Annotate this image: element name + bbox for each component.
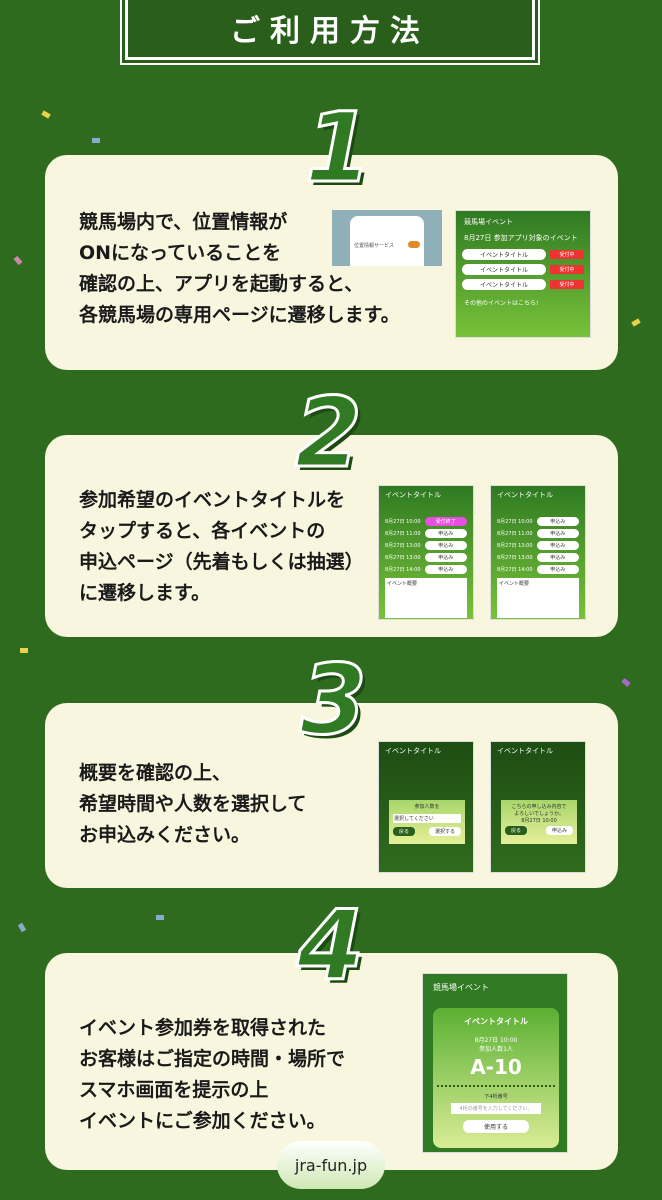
ticket-number: A-10: [470, 1055, 522, 1079]
event-item: イベントタイトル: [462, 249, 546, 260]
confetti: [631, 318, 641, 327]
select-button: 選択する: [428, 827, 461, 836]
slot-time: 8月27日 14:00: [385, 567, 421, 573]
step-number: 4: [296, 890, 366, 1002]
dialog-title: 参加人数を: [414, 804, 440, 810]
confetti: [156, 915, 164, 920]
confetti: [13, 255, 23, 266]
apply-button: 申込み: [424, 565, 467, 574]
confetti: [17, 922, 27, 933]
step-text: イベント参加券を取得された お客様はご指定の時間・場所で スマホ画面を提示の上 …: [79, 1017, 346, 1132]
slot-time: 8月27日 13:00: [385, 555, 421, 561]
slot-time: 8月27日 13:00: [497, 555, 533, 561]
title-banner: ご利用方法: [125, 0, 535, 60]
confirm-dialog-mock: イベントタイトル こちらの申し込み内容で よろしいでしょうか。 8月27日 10…: [490, 741, 586, 873]
ticket-people: 参加人数1人: [479, 1046, 513, 1053]
step-number: 3: [299, 644, 369, 756]
event-item: イベントタイトル: [462, 279, 546, 290]
apply-button: 申込み: [424, 529, 467, 538]
date-heading: 8月27日 参加アプリ対象のイベント: [464, 234, 578, 242]
apply-button: 申込み: [536, 529, 579, 538]
step-text: 競馬場内で、位置情報が ONになっていることを 確認の上、アプリを起動すると、 …: [79, 211, 400, 326]
ticket-title: イベントタイトル: [464, 1017, 528, 1026]
closed-button: 受付終了: [424, 517, 467, 526]
app-name: 競馬場イベント: [464, 218, 513, 226]
step-card-3: 概要を確認の上、 希望時間や人数を選択して お申込みください。 イベントタイトル…: [45, 703, 618, 888]
slot-time: 8月27日 10:00: [497, 519, 533, 525]
page-title: ご利用方法: [230, 14, 430, 49]
pin-input: 4桁の番号を入力してください。: [451, 1103, 541, 1114]
app-screen-mock: 競馬場イベント 8月27日 参加アプリ対象のイベント イベントタイトル受付中 イ…: [455, 210, 591, 338]
event-title: イベントタイトル: [385, 491, 441, 499]
ticket-mock: 競馬場イベント イベントタイトル 8月27日 10:00 参加人数1人 A-10…: [422, 973, 568, 1153]
ticket-datetime: 8月27日 10:00: [474, 1037, 518, 1044]
step-number: 2: [294, 377, 364, 489]
status-badge: 受付中: [550, 265, 584, 274]
pin-label: 下4桁番号: [484, 1094, 508, 1100]
slot-time: 8月27日 10:00: [385, 519, 421, 525]
event-title: イベントタイトル: [497, 747, 553, 755]
status-badge: 受付中: [550, 280, 584, 289]
step-text: 参加希望のイベントタイトルを タップすると、各イベントの 申込ページ（先着もしく…: [79, 489, 364, 604]
apply-button: 申込み: [424, 553, 467, 562]
slot-time: 8月27日 14:00: [497, 567, 533, 573]
apply-button: 申込み: [536, 517, 579, 526]
other-events-link: その他のイベントはこちら!: [464, 300, 539, 307]
slot-time: 8月27日 13:00: [497, 543, 533, 549]
step-number: 1: [304, 92, 374, 204]
apply-button: 申込み: [536, 541, 579, 550]
site-link[interactable]: jra-fun.jp: [277, 1141, 385, 1189]
apply-button: 申込み: [536, 553, 579, 562]
confetti: [621, 678, 631, 687]
use-button: 使用する: [463, 1120, 529, 1133]
slot-time: 8月27日 13:00: [385, 543, 421, 549]
event-title: イベントタイトル: [497, 491, 553, 499]
apply-button: 申込み: [545, 826, 573, 835]
back-button: 戻る: [393, 827, 416, 836]
location-label: 位置情報サービス: [354, 243, 395, 249]
confetti: [20, 648, 28, 653]
apply-button: 申込み: [424, 541, 467, 550]
overview-box: イベント概要: [497, 578, 579, 618]
participants-dialog-mock: イベントタイトル 参加人数を 選択してください 戻る 選択する: [378, 741, 474, 873]
event-item: イベントタイトル: [462, 264, 546, 275]
confetti: [41, 110, 51, 119]
select-dropdown: 選択してください: [393, 814, 461, 823]
app-name: 競馬場イベント: [433, 983, 489, 992]
step-card-4: イベント参加券を取得された お客様はご指定の時間・場所で スマホ画面を提示の上 …: [45, 953, 618, 1170]
slot-time: 8月27日 11:00: [497, 531, 533, 537]
back-button: 戻る: [505, 826, 528, 835]
confetti: [92, 138, 100, 143]
location-setting-mock: 位置情報サービス: [332, 210, 442, 266]
event-title: イベントタイトル: [385, 747, 441, 755]
dialog-title: こちらの申し込み内容で よろしいでしょうか。: [511, 804, 567, 817]
dialog-datetime: 8月27日 10:00: [521, 818, 557, 824]
apply-button: 申込み: [536, 565, 579, 574]
status-badge: 受付中: [550, 250, 584, 259]
overview-box: イベント概要: [385, 578, 467, 618]
slot-time: 8月27日 11:00: [385, 531, 421, 537]
step-card-1: 競馬場内で、位置情報が ONになっていることを 確認の上、アプリを起動すると、 …: [45, 155, 618, 370]
step-card-2: 参加希望のイベントタイトルを タップすると、各イベントの 申込ページ（先着もしく…: [45, 435, 618, 637]
step-text: 概要を確認の上、 希望時間や人数を選択して お申込みください。: [79, 762, 307, 846]
toggle-icon: [408, 241, 420, 248]
